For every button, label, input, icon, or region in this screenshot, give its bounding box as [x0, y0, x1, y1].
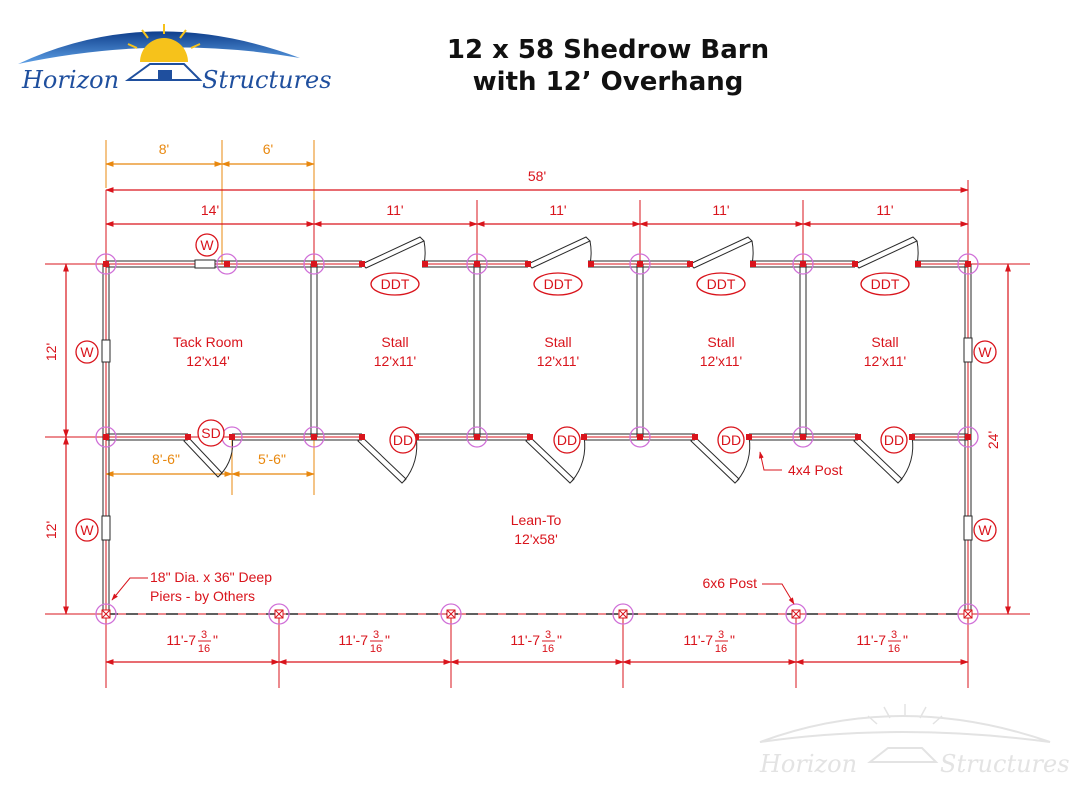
- window-tag: W: [200, 237, 214, 253]
- svg-text:16: 16: [198, 643, 210, 655]
- pier-spacing-label: 11'-7 3 16 ": [510, 629, 562, 655]
- svg-text:3: 3: [891, 629, 897, 641]
- pier-spacing-labels: 11'-7 3 16 " 11'-7 3 16 " 11'-7 3 16 " 1…: [166, 629, 908, 655]
- pier-marker-icon: [963, 609, 973, 619]
- dim-stall-width: 11': [549, 202, 566, 218]
- pier-spacing-label: 11'-7 3 16 ": [338, 629, 390, 655]
- dd-tag: DD: [393, 432, 413, 448]
- pier-marker-icon: [791, 609, 801, 619]
- watermark-word-structures: Structures: [940, 750, 1070, 778]
- watermark-word-horizon: Horizon: [759, 750, 857, 778]
- pier-note-line1: 18" Dia. x 36" Deep: [150, 569, 272, 585]
- dim-top-8ft: 8': [159, 141, 169, 157]
- dd-tag: DD: [884, 432, 904, 448]
- pier-spacing-label: 11'-7 3 16 ": [683, 629, 735, 655]
- ddt-tag: DDT: [871, 276, 900, 292]
- svg-text:11'-7: 11'-7: [856, 632, 886, 648]
- svg-text:": ": [903, 632, 908, 648]
- svg-text:16: 16: [888, 643, 900, 655]
- dimension-lines: [63, 161, 1011, 665]
- dim-sd-right: 5'-6": [258, 451, 286, 467]
- svg-text:11'-7: 11'-7: [510, 632, 540, 648]
- svg-text:16: 16: [542, 643, 554, 655]
- watermark-logo: Horizon Structures: [759, 704, 1070, 778]
- post-squares: [103, 261, 971, 440]
- ddt-tag: DDT: [381, 276, 410, 292]
- post-4x4-note: 4x4 Post: [788, 462, 843, 478]
- window-tag: W: [80, 344, 94, 360]
- dim-left-upper-depth: 12': [43, 343, 59, 361]
- horizon-sun-logo: Horizon Structures: [18, 24, 332, 94]
- svg-text:3: 3: [545, 629, 551, 641]
- dim-stall-width: 11': [386, 202, 403, 218]
- window-inserts: [101, 259, 973, 541]
- room-size-stall: 12'x11': [864, 353, 906, 369]
- svg-text:": ": [557, 632, 562, 648]
- room-name-leanto: Lean-To: [511, 512, 562, 528]
- pier-note-line2: Piers - by Others: [150, 588, 255, 604]
- pier-markers: [101, 609, 973, 619]
- svg-text:": ": [213, 632, 218, 648]
- tag-labels: W W W W W DDT DDT DDT DDT DD DD DD DD SD: [80, 237, 992, 538]
- room-size-stall: 12'x11': [537, 353, 579, 369]
- dim-overall-length: 58': [528, 168, 546, 184]
- room-name-stall: Stall: [871, 334, 898, 350]
- dd-tag: DD: [557, 432, 577, 448]
- logo-word-structures: Structures: [202, 66, 332, 94]
- page-title-line1: 12 x 58 Shedrow Barn: [447, 35, 769, 65]
- pier-marker-icon: [274, 609, 284, 619]
- dim-sd-left: 8'-6": [152, 451, 180, 467]
- logo-word-horizon: Horizon: [21, 66, 119, 94]
- room-size-tack: 12'x14': [186, 353, 230, 369]
- svg-text:11'-7: 11'-7: [683, 632, 713, 648]
- svg-text:16: 16: [715, 643, 727, 655]
- pier-marker-icon: [618, 609, 628, 619]
- room-size-stall: 12'x11': [700, 353, 742, 369]
- sd-tag: SD: [201, 425, 220, 441]
- svg-text:11'-7: 11'-7: [166, 632, 196, 648]
- svg-text:16: 16: [370, 643, 382, 655]
- ddt-tag: DDT: [544, 276, 573, 292]
- dim-top-6ft: 6': [263, 141, 273, 157]
- dim-left-lower-depth: 12': [43, 521, 59, 539]
- post-6x6-note: 6x6 Post: [703, 575, 758, 591]
- svg-text:3: 3: [201, 629, 207, 641]
- dim-stall-width: 11': [876, 202, 893, 218]
- svg-text:3: 3: [373, 629, 379, 641]
- window-tag: W: [80, 522, 94, 538]
- window-tag: W: [978, 344, 992, 360]
- svg-text:3: 3: [718, 629, 724, 641]
- note-leaders: [111, 451, 795, 605]
- room-size-leanto: 12'x58': [514, 531, 558, 547]
- pier-marker-icon: [446, 609, 456, 619]
- room-name-stall: Stall: [381, 334, 408, 350]
- dim-right-depth: 24': [985, 431, 1001, 449]
- svg-text:": ": [730, 632, 735, 648]
- svg-text:": ": [385, 632, 390, 648]
- room-size-stall: 12'x11': [374, 353, 416, 369]
- ddt-tag: DDT: [707, 276, 736, 292]
- window-tag: W: [978, 522, 992, 538]
- dim-tack-width: 14': [201, 202, 219, 218]
- room-name-stall: Stall: [707, 334, 734, 350]
- room-name-stall: Stall: [544, 334, 571, 350]
- room-name-tack: Tack Room: [173, 334, 243, 350]
- dim-stall-width: 11': [712, 202, 729, 218]
- tag-shapes: [75, 233, 997, 542]
- wall-openings: [362, 259, 915, 442]
- pier-spacing-label: 11'-7 3 16 ": [856, 629, 908, 655]
- page-title-line2: with 12’ Overhang: [473, 67, 744, 97]
- svg-text:11'-7: 11'-7: [338, 632, 368, 648]
- dd-tag: DD: [721, 432, 741, 448]
- pier-spacing-label: 11'-7 3 16 ": [166, 629, 218, 655]
- pier-marker-icon: [101, 609, 111, 619]
